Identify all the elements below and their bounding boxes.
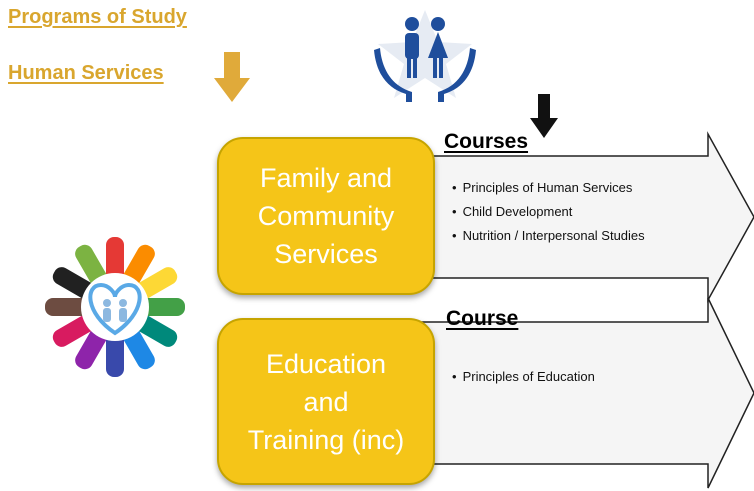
down-arrow-icon (214, 52, 250, 102)
course-item: Principles of Education (452, 365, 595, 389)
course-item: Nutrition / Interpersonal Studies (452, 224, 645, 248)
courses-heading: Courses (444, 130, 529, 153)
pathway-box-education-training: Education and Training (inc) (217, 318, 435, 485)
people-in-hands-icon (374, 10, 476, 102)
hands-heart-family-icon (45, 237, 185, 377)
human-services-heading: Human Services (8, 62, 164, 84)
programs-of-study-heading: Programs of Study (8, 6, 187, 28)
pathway-arrow (419, 297, 754, 489)
course-item: Child Development (452, 200, 645, 224)
pathway-box-family-community-services: Family and Community Services (217, 137, 435, 295)
course-heading: Course (446, 307, 519, 330)
course-item: Principles of Human Services (452, 176, 645, 200)
course-list: Principles of Education (452, 365, 595, 389)
down-arrow-icon (530, 94, 558, 138)
course-list: Principles of Human Services Child Devel… (452, 176, 645, 248)
